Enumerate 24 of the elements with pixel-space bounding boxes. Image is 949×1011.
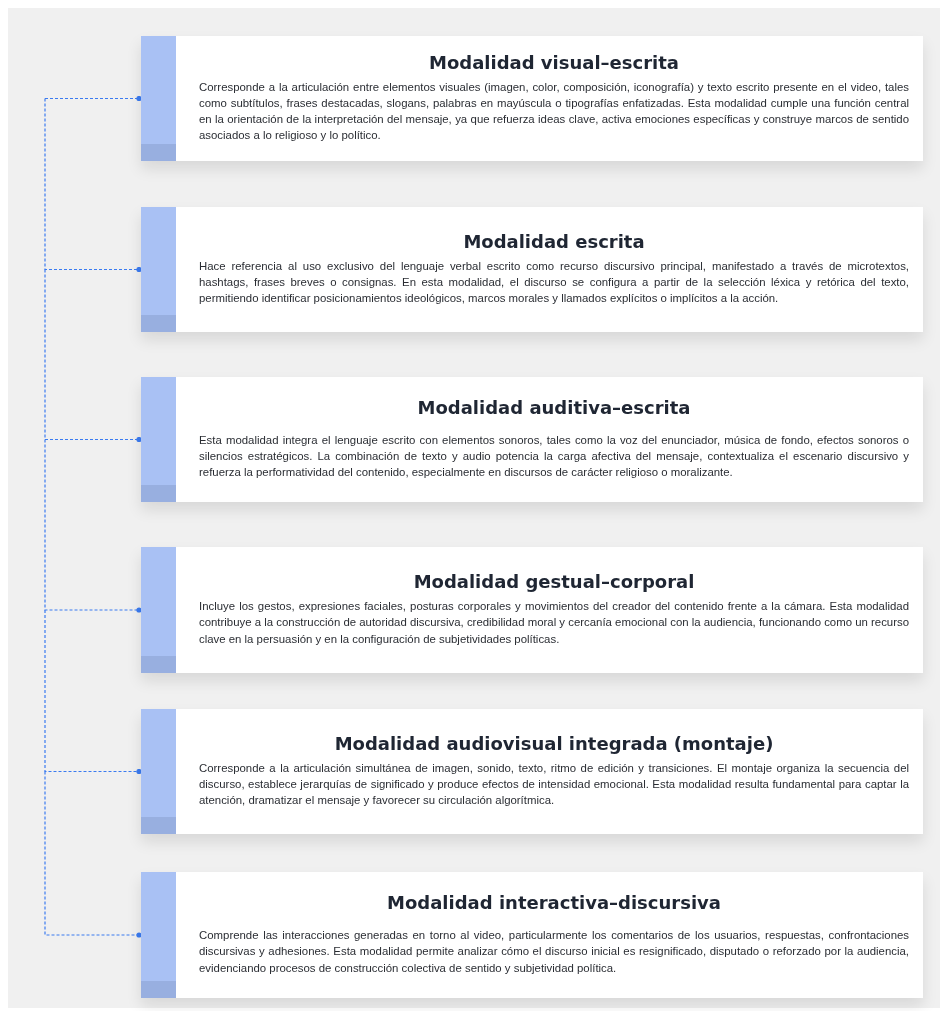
card-description: Corresponde a la articulación simultánea de imagen, sonido, texto, ritmo de edición y transiciones. El montaje organiza la secuencia del discurso, establece jerarquías de significado y produce efectos de intensidad emocional. Esta modalidad resulta fundamental para captar la atención, dramatizar el mensaje y favorecer su circulación algorítmica. [199, 760, 909, 809]
dashed-connector [44, 97, 142, 273]
modality-card [141, 547, 923, 673]
card-description: Comprende las interacciones generadas en torno al video, particularmente los comentarios de los usuarios, respuestas, confrontaciones discursivas y adhesiones. Esta modalidad permite analizar cómo el discurso inicial es resignificado, disputado o reforzado por la audiencia, evidenciando procesos de construcción colectiva de sentido y subjetividad política. [199, 928, 909, 976]
card-title: Modalidad visual–escrita [428, 51, 680, 73]
card-title: Modalidad audiovisual integrada (montaje) [333, 732, 775, 754]
card-description: Corresponde a la articulación entre elementos visuales (imagen, color, composición, iconografía) y texto escrito presente en el video, tales como subtítulos, frases destacadas, slogans, palabras en mayúscula o tipografías enfatizadas. Esta modalidad cumple una función central en la orientación de la interpretación del mensaje, ya que refuerza ideas clave, activa emociones específicas y construye marcos de sentido asociados a lo religioso y lo político. [199, 79, 909, 144]
card-title: Modalidad auditiva–escrita [416, 396, 692, 418]
modality-card [141, 377, 923, 502]
dashed-connector [44, 770, 142, 938]
card-description: Hace referencia al uso exclusivo del lenguaje verbal escrito como recurso discursivo principal, manifestado a través de microtextos, hashtags, frases breves o consignas. En esta modalidad, el discurso se configura a partir de la selección léxica y retórica del texto, permitiendo identificar posicionamientos ideológicos, marcos morales y llamados explícitos o implícitos a la acción. [199, 258, 909, 307]
card-description: Esta modalidad integra el lenguaje escrito con elementos sonoros, tales como la voz del enunciador, música de fondo, efectos sonoros o silencios estratégicos. La combinación de texto y audio potencia la carga afectiva del mensaje, contextualiza el escenario discursivo y refuerza la performatividad del contenido, especialmente en discursos de carácter religioso o moralizante. [199, 432, 909, 481]
card-description: Incluye los gestos, expresiones faciales, posturas corporales y movimientos del creador del contenido frente a la cámara. Esta modalidad contribuye a la construcción de autoridad discursiva, credibilidad moral y cercanía emocional con la audiencia, funcionando como un recurso clave en la persuasión y en la configuración de subjetividades políticas. [199, 599, 909, 647]
modality-card [141, 36, 923, 161]
modality-card [141, 872, 923, 998]
dashed-connector [44, 438, 142, 613]
card-title: Modalidad escrita [462, 230, 646, 252]
modality-card [141, 207, 923, 332]
dashed-connector [44, 609, 142, 775]
dashed-connector [44, 268, 142, 443]
card-title: Modalidad gestual–corporal [412, 571, 696, 593]
dashed-connector [44, 95, 142, 102]
card-title: Modalidad interactiva–discursiva [386, 892, 722, 914]
modality-card [141, 709, 923, 834]
